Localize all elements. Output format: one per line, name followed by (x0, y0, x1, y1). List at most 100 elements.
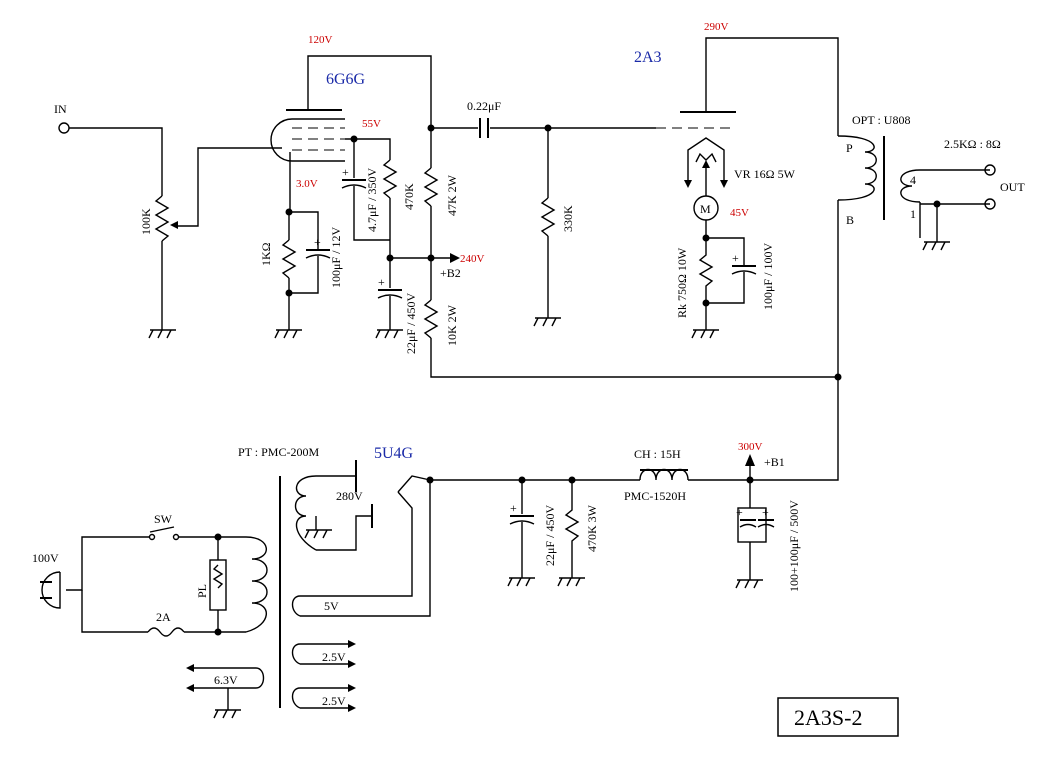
driver-plate-voltage: 120V (308, 34, 333, 46)
ground-icon (304, 529, 332, 539)
ground-icon (533, 317, 561, 327)
output-tube-label: 2A3 (634, 49, 662, 66)
opt-label: OPT : U808 (852, 113, 910, 127)
driver-rk-label: 1KΩ (259, 242, 273, 266)
driver-tube-label: 6G6G (326, 71, 366, 88)
output-plate-voltage: 290V (704, 21, 729, 33)
switch-label: SW (154, 512, 173, 526)
screen-cap-label: 4.7μF / 350V (365, 168, 379, 232)
svg-text:+: + (378, 275, 385, 289)
svg-text:+: + (762, 505, 769, 519)
heater-arrow-icon (348, 640, 356, 648)
ground-icon (375, 329, 403, 339)
choke-label: CH : 15H (634, 447, 681, 461)
pt-25b-label: 2.5V (322, 694, 346, 708)
meter-label: M (700, 202, 711, 216)
dropping-res-label: 10K 2W (445, 304, 459, 346)
pt-hv-coil (294, 475, 317, 551)
rectifier-tube-label: 5U4G (374, 445, 414, 462)
driver-cathode-voltage: 3.0V (296, 178, 318, 190)
svg-text:+: + (732, 251, 739, 265)
choke-model-label: PMC-1520H (624, 489, 686, 503)
schematic-title: 2A3S-2 (794, 705, 862, 730)
svg-text:+: + (736, 505, 743, 519)
b2-cap-label: 22μF / 450V (404, 293, 418, 354)
pt-label: PT : PMC-200M (238, 445, 319, 459)
plate-load-resistor (423, 167, 439, 207)
opt-tap1-label: 1 (910, 207, 916, 221)
svg-text:+: + (342, 165, 349, 179)
filter2-cap-label: 100+100μF / 500V (787, 500, 801, 592)
ground-icon (735, 579, 763, 589)
power-supply: PT : PMC-200M 5U4G 100V SW 2A PL (32, 441, 801, 719)
mains-label: 100V (32, 551, 59, 565)
filament-arrow-icon (720, 180, 728, 188)
output-ck-label: 100μF / 100V (761, 243, 775, 310)
input-stage: IN 100K (54, 102, 282, 339)
bleeder-label: 470K 3W (585, 504, 599, 552)
wiper-arrow-icon (170, 221, 178, 229)
b2-label: +B2 (440, 266, 461, 280)
pt-hv-label: 280V (336, 489, 363, 503)
pt-25a-coil (291, 643, 350, 665)
b1-label: +B1 (764, 455, 785, 469)
opt-secondary-coil (900, 169, 921, 203)
volume-label: 100K (139, 208, 153, 235)
dropping-resistor (423, 299, 439, 339)
input-terminal (58, 122, 70, 134)
opt-p-label: P (846, 141, 853, 155)
screen-res-label: 470K (402, 183, 416, 210)
mains-plug-icon (41, 571, 61, 609)
heater-arrow-icon (348, 704, 356, 712)
output-terminal-hot (984, 164, 996, 176)
coupling-cap-label: 0.22μF (467, 99, 501, 113)
coupling-network: 0.22μF 330K (431, 99, 656, 327)
title-block: 2A3S-2 (777, 697, 899, 737)
heater-arrow-icon (348, 660, 356, 668)
ground-icon (691, 329, 719, 339)
ground-icon (274, 329, 302, 339)
output-cathode-voltage: 45V (730, 207, 749, 219)
opt-tap4-label: 4 (910, 173, 916, 187)
choke-coil (639, 468, 689, 481)
pt-25a-label: 2.5V (322, 650, 346, 664)
pilot-label: PL (195, 584, 209, 598)
svg-text:+: + (510, 501, 517, 515)
screen-resistor (382, 159, 398, 199)
output-label: OUT (1000, 180, 1025, 194)
ground-icon (922, 241, 950, 251)
filament-arrow-icon (684, 180, 692, 188)
driver-cathode-resistor (281, 239, 297, 279)
output-terminal-ground (984, 198, 996, 210)
ground-icon (213, 709, 241, 719)
grid-leak-label: 330K (561, 205, 575, 232)
output-rk-label: Rk 750Ω 10W (675, 247, 689, 318)
output-transformer: OPT : U808 P B 4 1 2.5KΩ : 8Ω OUT (750, 113, 1025, 481)
driver-cathode-network: + 1KΩ 100μF / 12V (259, 208, 343, 339)
heater-arrow-icon (186, 664, 194, 672)
plate-load-label: 47K 2W (445, 174, 459, 216)
fuse-label: 2A (156, 610, 171, 624)
pt-5v-label: 5V (324, 599, 339, 613)
pt-63-coil (255, 667, 265, 689)
switch-icon (149, 526, 175, 533)
driver-tube-6g6g: 6G6G 120V 3.0V 55V (270, 34, 432, 210)
heater-arrow-icon (348, 684, 356, 692)
impedance-label: 2.5KΩ : 8Ω (944, 137, 1001, 151)
ground-icon (507, 577, 535, 587)
driver-ck-label: 100μF / 12V (329, 227, 343, 288)
b1-arrow-icon (745, 454, 755, 466)
hum-vr-label: VR 16Ω 5W (734, 167, 796, 181)
filter1-cap-label: 22μF / 450V (543, 505, 557, 566)
bleeder-resistor (564, 480, 580, 578)
b1-voltage: 300V (738, 441, 763, 453)
input-label: IN (54, 102, 67, 116)
pt-63-label: 6.3V (214, 673, 238, 687)
ground-icon (148, 329, 176, 339)
b2-arrow-icon (450, 253, 460, 263)
fuse-icon (147, 627, 185, 637)
opt-primary-coil (837, 135, 877, 201)
pt-primary-coil (245, 536, 268, 633)
screen-network: + 4.7μF / 350V 470K + 22μF / 450V (341, 139, 431, 354)
